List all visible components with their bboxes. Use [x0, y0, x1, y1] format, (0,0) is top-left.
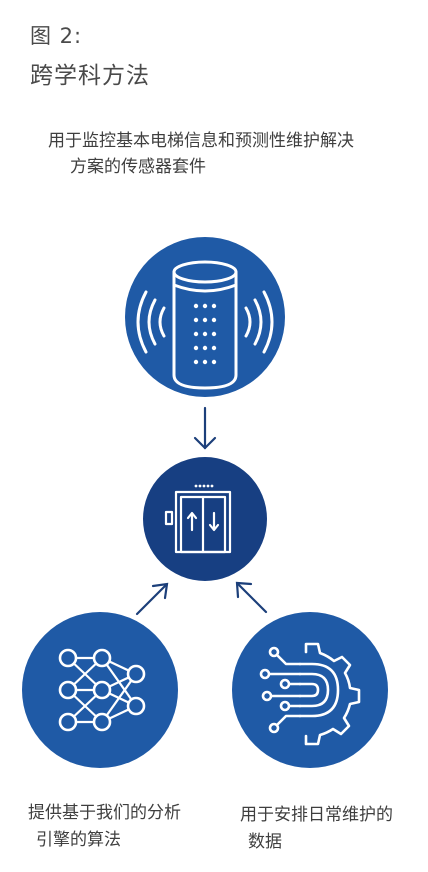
- sensor-kit-icon: [136, 260, 274, 390]
- elevator-circle: [143, 457, 267, 581]
- scheduling-description-line2: 数据: [248, 832, 282, 852]
- scheduling-node: [232, 612, 388, 768]
- elevator-node: [143, 457, 267, 581]
- elevator-icon: [164, 484, 232, 554]
- algorithm-description: 提供基于我们的分析 引擎的算法: [28, 800, 218, 854]
- arrow-sensor-to-elevator: [193, 406, 217, 450]
- sensor-node: [125, 237, 285, 397]
- sensor-description: 用于监控基本电梯信息和预测性维护解决 方案的传感器套件: [48, 128, 408, 180]
- sensor-description-line2: 方案的传感器套件: [70, 157, 206, 177]
- figure-title: 跨学科方法: [30, 63, 150, 89]
- sensor-description-line1: 用于监控基本电梯信息和预测性维护解决: [48, 131, 354, 151]
- algorithm-description-line2: 引擎的算法: [36, 830, 121, 850]
- figure-label: 图 2:: [30, 24, 83, 48]
- algorithm-node: [22, 612, 178, 768]
- gear-data-icon: [259, 642, 361, 746]
- arrow-scheduling-to-elevator: [235, 581, 268, 614]
- sensor-circle: [125, 237, 285, 397]
- scheduling-description-line1: 用于安排日常维护的: [240, 805, 393, 825]
- scheduling-description: 用于安排日常维护的 数据: [240, 802, 420, 856]
- arrow-algorithm-to-elevator: [135, 582, 169, 616]
- neural-network-icon: [58, 648, 146, 732]
- algorithm-description-line1: 提供基于我们的分析: [28, 803, 181, 823]
